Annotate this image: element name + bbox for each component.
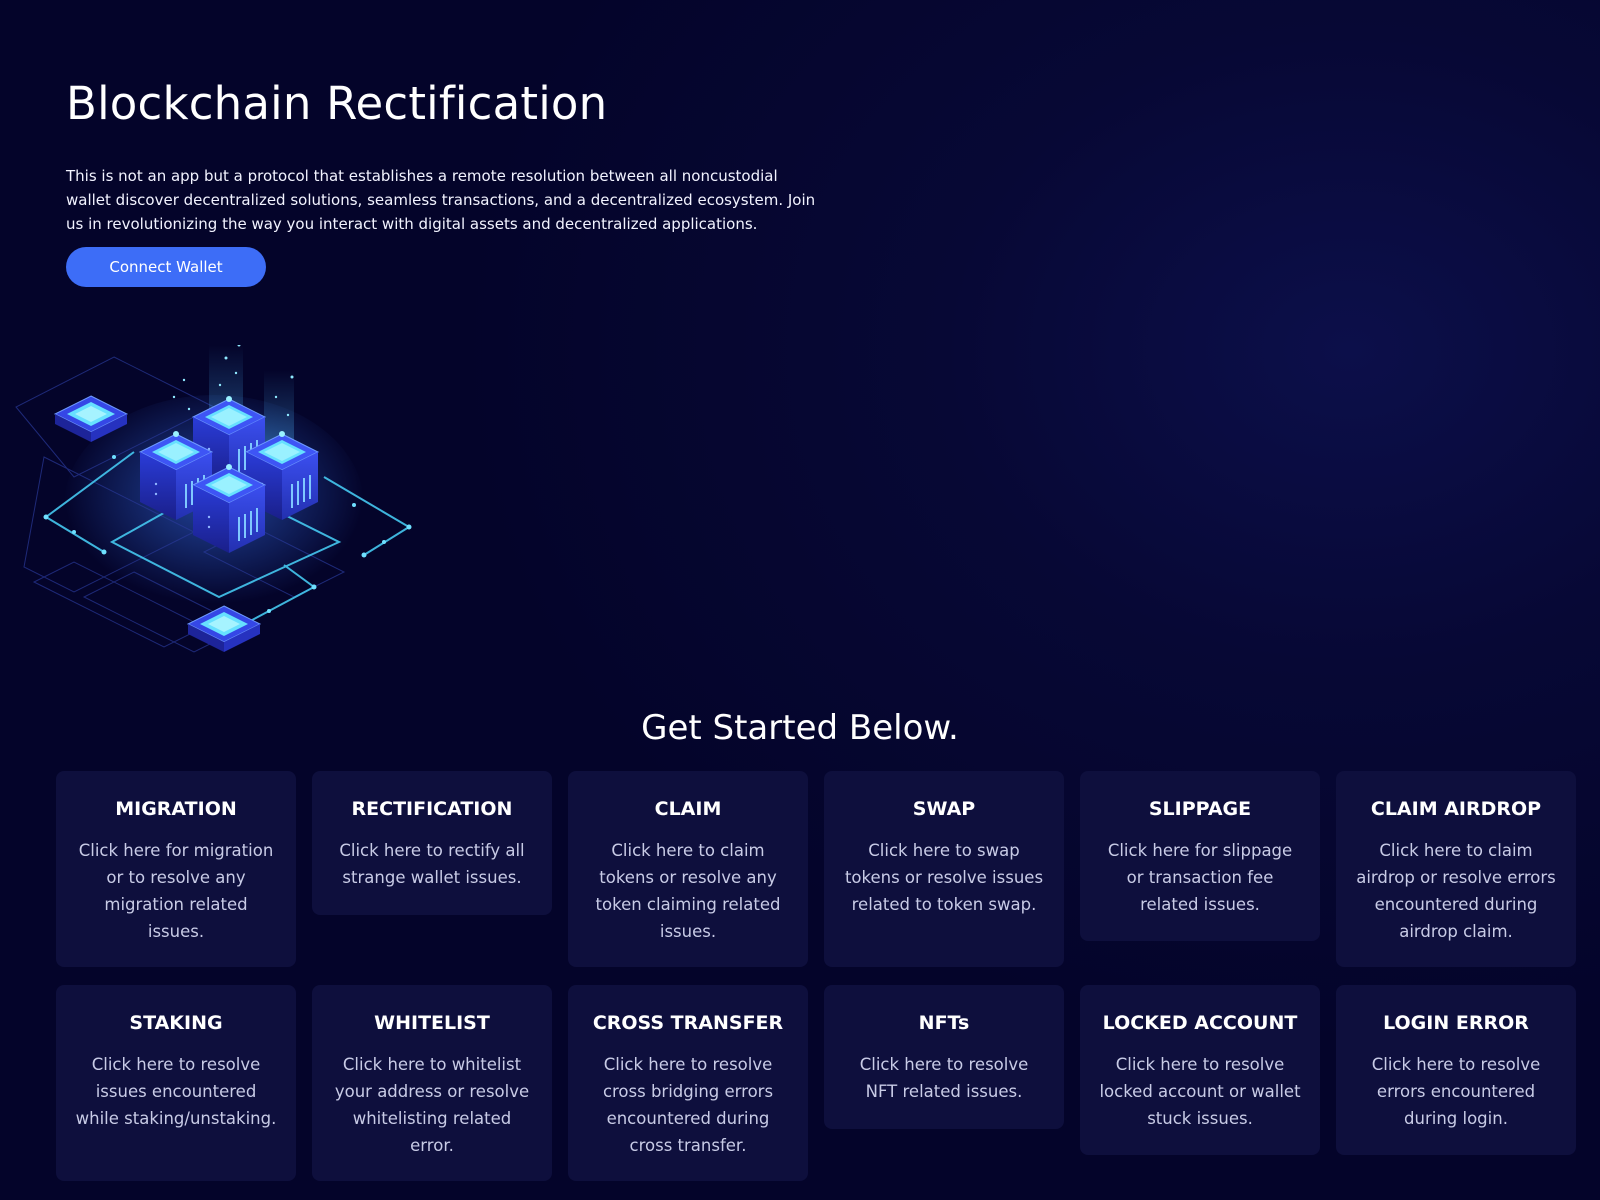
- hero-description: This is not an app but a protocol that e…: [66, 167, 816, 233]
- card-title: CLAIM: [654, 798, 722, 820]
- card-description: Click here to claim tokens or resolve an…: [595, 841, 781, 941]
- card-title: RECTIFICATION: [351, 798, 513, 820]
- card-title: LOGIN ERROR: [1383, 1012, 1529, 1034]
- card-title: LOCKED ACCOUNT: [1102, 1012, 1298, 1034]
- card-description: Click here to resolve cross bridging err…: [602, 1055, 774, 1155]
- card-claim-airdrop[interactable]: CLAIM AIRDROP Click here to claim airdro…: [1336, 771, 1576, 967]
- card-rectification[interactable]: RECTIFICATION Click here to rectify all …: [312, 771, 552, 915]
- card-description: Click here to claim airdrop or resolve e…: [1356, 841, 1556, 941]
- card-title: STAKING: [129, 1012, 223, 1034]
- card-login-error[interactable]: LOGIN ERROR Click here to resolve errors…: [1336, 985, 1576, 1155]
- blockchain-servers-illustration: [15, 345, 412, 653]
- card-description: Click here to resolve NFT related issues…: [859, 1055, 1029, 1101]
- section-title: Get Started Below.: [641, 708, 959, 748]
- card-description: Click here to resolve issues encountered…: [75, 1055, 277, 1128]
- card-nfts[interactable]: NFTs Click here to resolve NFT related i…: [824, 985, 1064, 1129]
- card-description: Click here to swap tokens or resolve iss…: [844, 841, 1044, 914]
- card-claim[interactable]: CLAIM Click here to claim tokens or reso…: [568, 771, 808, 967]
- card-title: SWAP: [912, 798, 976, 820]
- card-cross-transfer[interactable]: CROSS TRANSFER Click here to resolve cro…: [568, 985, 808, 1181]
- hero-section: Blockchain Rectification This is not an …: [66, 60, 826, 236]
- card-swap[interactable]: SWAP Click here to swap tokens or resolv…: [824, 771, 1064, 967]
- connect-wallet-button[interactable]: Connect Wallet: [66, 247, 266, 287]
- card-slippage[interactable]: SLIPPAGE Click here for slippage or tran…: [1080, 771, 1320, 941]
- card-title: CROSS TRANSFER: [592, 1012, 784, 1034]
- card-description: Click here to resolve locked account or …: [1099, 1055, 1301, 1128]
- card-description: Click here to resolve errors encountered…: [1371, 1055, 1541, 1128]
- card-title: WHITELIST: [374, 1012, 490, 1034]
- card-title: MIGRATION: [115, 798, 237, 820]
- card-title: CLAIM AIRDROP: [1370, 798, 1542, 820]
- page-title: Blockchain Rectification: [66, 77, 608, 130]
- card-description: Click here to rectify all strange wallet…: [339, 841, 525, 887]
- card-locked-account[interactable]: LOCKED ACCOUNT Click here to resolve loc…: [1080, 985, 1320, 1155]
- card-staking[interactable]: STAKING Click here to resolve issues enc…: [56, 985, 296, 1181]
- card-migration[interactable]: MIGRATION Click here for migration or to…: [56, 771, 296, 967]
- card-description: Click here to whitelist your address or …: [334, 1055, 530, 1155]
- card-title: SLIPPAGE: [1148, 798, 1252, 820]
- card-description: Click here for migration or to resolve a…: [78, 841, 274, 941]
- card-whitelist[interactable]: WHITELIST Click here to whitelist your a…: [312, 985, 552, 1181]
- card-description: Click here for slippage or transaction f…: [1107, 841, 1293, 914]
- card-title: NFTs: [918, 1012, 970, 1034]
